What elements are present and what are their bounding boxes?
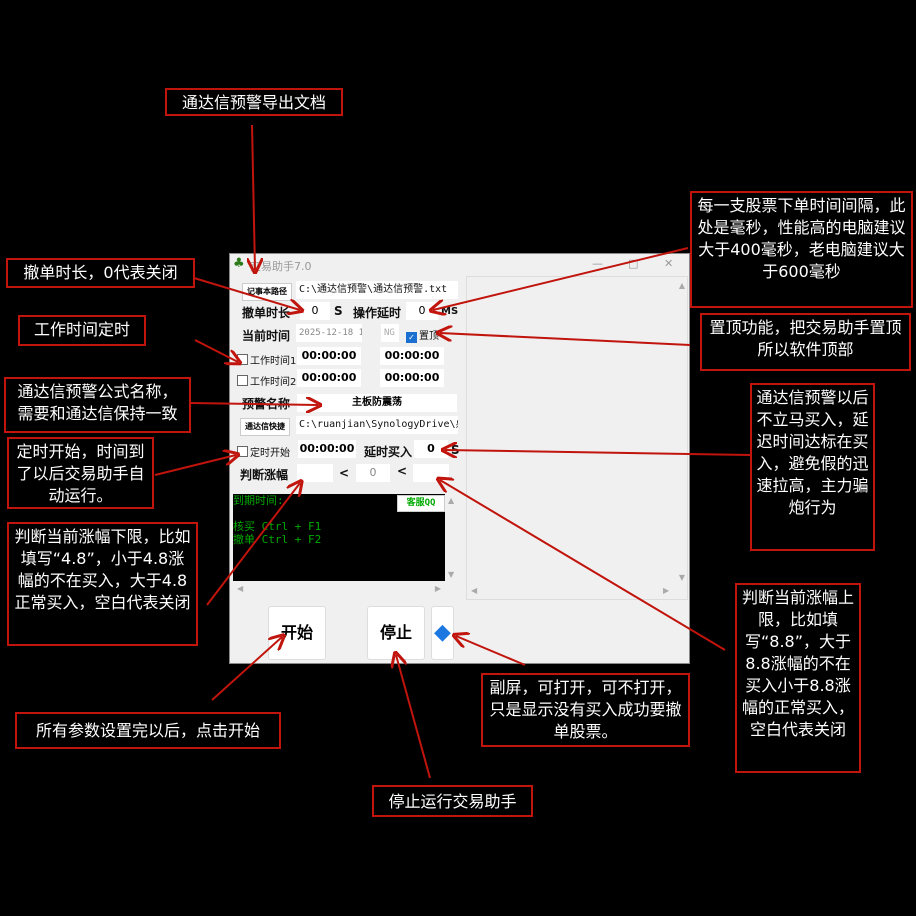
buy-delay-input[interactable]: 0: [414, 440, 448, 458]
timer-start-label: 定时开始: [250, 448, 290, 459]
cancel-duration-input[interactable]: 0: [300, 302, 330, 320]
range-mid-field: 0: [356, 464, 390, 482]
scroll-down-icon[interactable]: ▼: [678, 573, 685, 582]
scroll-up-icon[interactable]: ▲: [678, 281, 685, 290]
note-timer: 定时开始，时间到了以后交易助手自动运行。: [7, 437, 154, 509]
minimize-button[interactable]: —: [592, 257, 603, 270]
notepad-path-button[interactable]: 记事本路径: [242, 283, 292, 301]
app-window: ♣ 交易助手7.0 — □ ✕ 记事本路径 C:\通达信预警\通达信预警.txt…: [229, 253, 690, 664]
console-line: 撤单 Ctrl + F2: [233, 533, 322, 546]
start-button[interactable]: 开始: [268, 606, 326, 660]
op-delay-input[interactable]: 0: [406, 302, 438, 320]
note-worktime: 工作时间定时: [18, 315, 146, 346]
note-export: 通达信预警导出文档: [165, 88, 343, 116]
less-than-2: <: [397, 464, 408, 478]
secondary-screen-button[interactable]: ◆: [431, 606, 454, 660]
alert-name-input[interactable]: 主板防震荡: [297, 394, 457, 412]
note-upper: 判断当前涨幅上限，比如填写“8.8”，大于8.8涨幅的不在买入小于8.8涨幅的正…: [735, 583, 861, 773]
work-time-1-checkbox[interactable]: 工作时间1: [237, 352, 296, 367]
diamond-icon: ◆: [434, 620, 451, 645]
note-formula: 通达信预警公式名称，需要和通达信保持一致: [4, 377, 191, 433]
note-interval: 每一支股票下单时间间隔，此处是毫秒，性能高的电脑建议大于400毫秒，老电脑建议大…: [690, 191, 913, 308]
note-lower: 判断当前涨幅下限，比如填写“4.8”，小于4.8涨幅的不在买入，大于4.8正常买…: [7, 522, 198, 646]
cancel-unit: S: [334, 304, 343, 318]
current-time-field: 2025-12-18 1: [296, 324, 362, 342]
range-upper-input[interactable]: [413, 464, 449, 482]
note-start: 所有参数设置完以后，点击开始: [15, 712, 281, 749]
check-icon: ✓: [406, 332, 417, 343]
buy-delay-label: 延时买入: [364, 445, 413, 459]
tree-icon: ♣: [233, 256, 245, 271]
work-time-2-checkbox[interactable]: 工作时间2: [237, 373, 296, 388]
tdx-shortcut-button[interactable]: 通达信快捷: [240, 418, 290, 436]
timer-start-checkbox[interactable]: 定时开始: [237, 444, 290, 459]
arrow: [154, 455, 236, 476]
tdx-path-input[interactable]: C:\ruanjian\SynologyDrive\桌[: [296, 416, 458, 434]
scroll-left-icon[interactable]: ◀: [471, 586, 478, 595]
alert-name-label: 预警名称: [242, 397, 291, 411]
support-qq-button[interactable]: 客服QQ: [397, 495, 445, 512]
less-than-1: <: [339, 466, 350, 480]
range-label: 判断涨幅: [240, 468, 289, 482]
console-output: 到期时间: 核买 Ctrl + F1 撤单 Ctrl + F2 客服QQ: [233, 494, 445, 581]
console-vscrollbar[interactable]: ▲▼: [445, 494, 459, 581]
arrow: [396, 655, 431, 779]
current-time-label: 当前时间: [242, 329, 291, 343]
op-delay-label: 操作延时: [353, 306, 402, 320]
note-topmost: 置顶功能，把交易助手置顶所以软件顶部: [700, 313, 911, 371]
buy-delay-unit: S: [451, 443, 460, 457]
arrow: [252, 124, 255, 270]
maximize-button[interactable]: □: [628, 257, 639, 270]
work-time-2-label: 工作时间2: [250, 377, 297, 388]
ng-field: NG: [381, 324, 399, 342]
note-secondary: 副屏，可打开，可不打开，只是显示没有买入成功要撤单股票。: [481, 673, 690, 747]
timer-start-input[interactable]: 00:00:00: [298, 440, 356, 458]
console-hscrollbar[interactable]: ◀▶: [237, 584, 441, 593]
work-time-1-label: 工作时间1: [250, 356, 297, 367]
note-buydelay: 通达信预警以后不立马买入，延迟时间达标在买入，避免假的迅速拉高，主力骗炮行为: [750, 383, 875, 551]
close-button[interactable]: ✕: [664, 257, 674, 270]
note-stop: 停止运行交易助手: [372, 785, 533, 817]
work-time-2-end[interactable]: 00:00:00: [380, 369, 444, 387]
notepad-path-input[interactable]: C:\通达信预警\通达信预警.txt: [296, 281, 458, 299]
cancel-duration-label: 撤单时长: [242, 306, 291, 320]
delay-unit: MS: [441, 306, 459, 317]
topmost-checkbox[interactable]: ✓置顶: [406, 327, 439, 343]
stop-button[interactable]: 停止: [367, 606, 425, 660]
title-bar: ♣ 交易助手7.0 — □ ✕: [230, 254, 689, 274]
scroll-right-icon[interactable]: ▶: [663, 586, 670, 595]
range-lower-input[interactable]: [297, 464, 333, 482]
note-cancel: 撤单时长，0代表关闭: [6, 258, 195, 288]
work-time-2-start[interactable]: 00:00:00: [297, 369, 361, 387]
console-line: 核买 Ctrl + F1: [233, 520, 322, 533]
work-time-1-start[interactable]: 00:00:00: [297, 347, 361, 365]
topmost-label: 置顶: [419, 331, 439, 342]
window-title: 交易助手7.0: [250, 260, 312, 273]
work-time-1-end[interactable]: 00:00:00: [380, 347, 444, 365]
secondary-panel: ▲ ▼ ◀ ▶: [466, 276, 688, 600]
